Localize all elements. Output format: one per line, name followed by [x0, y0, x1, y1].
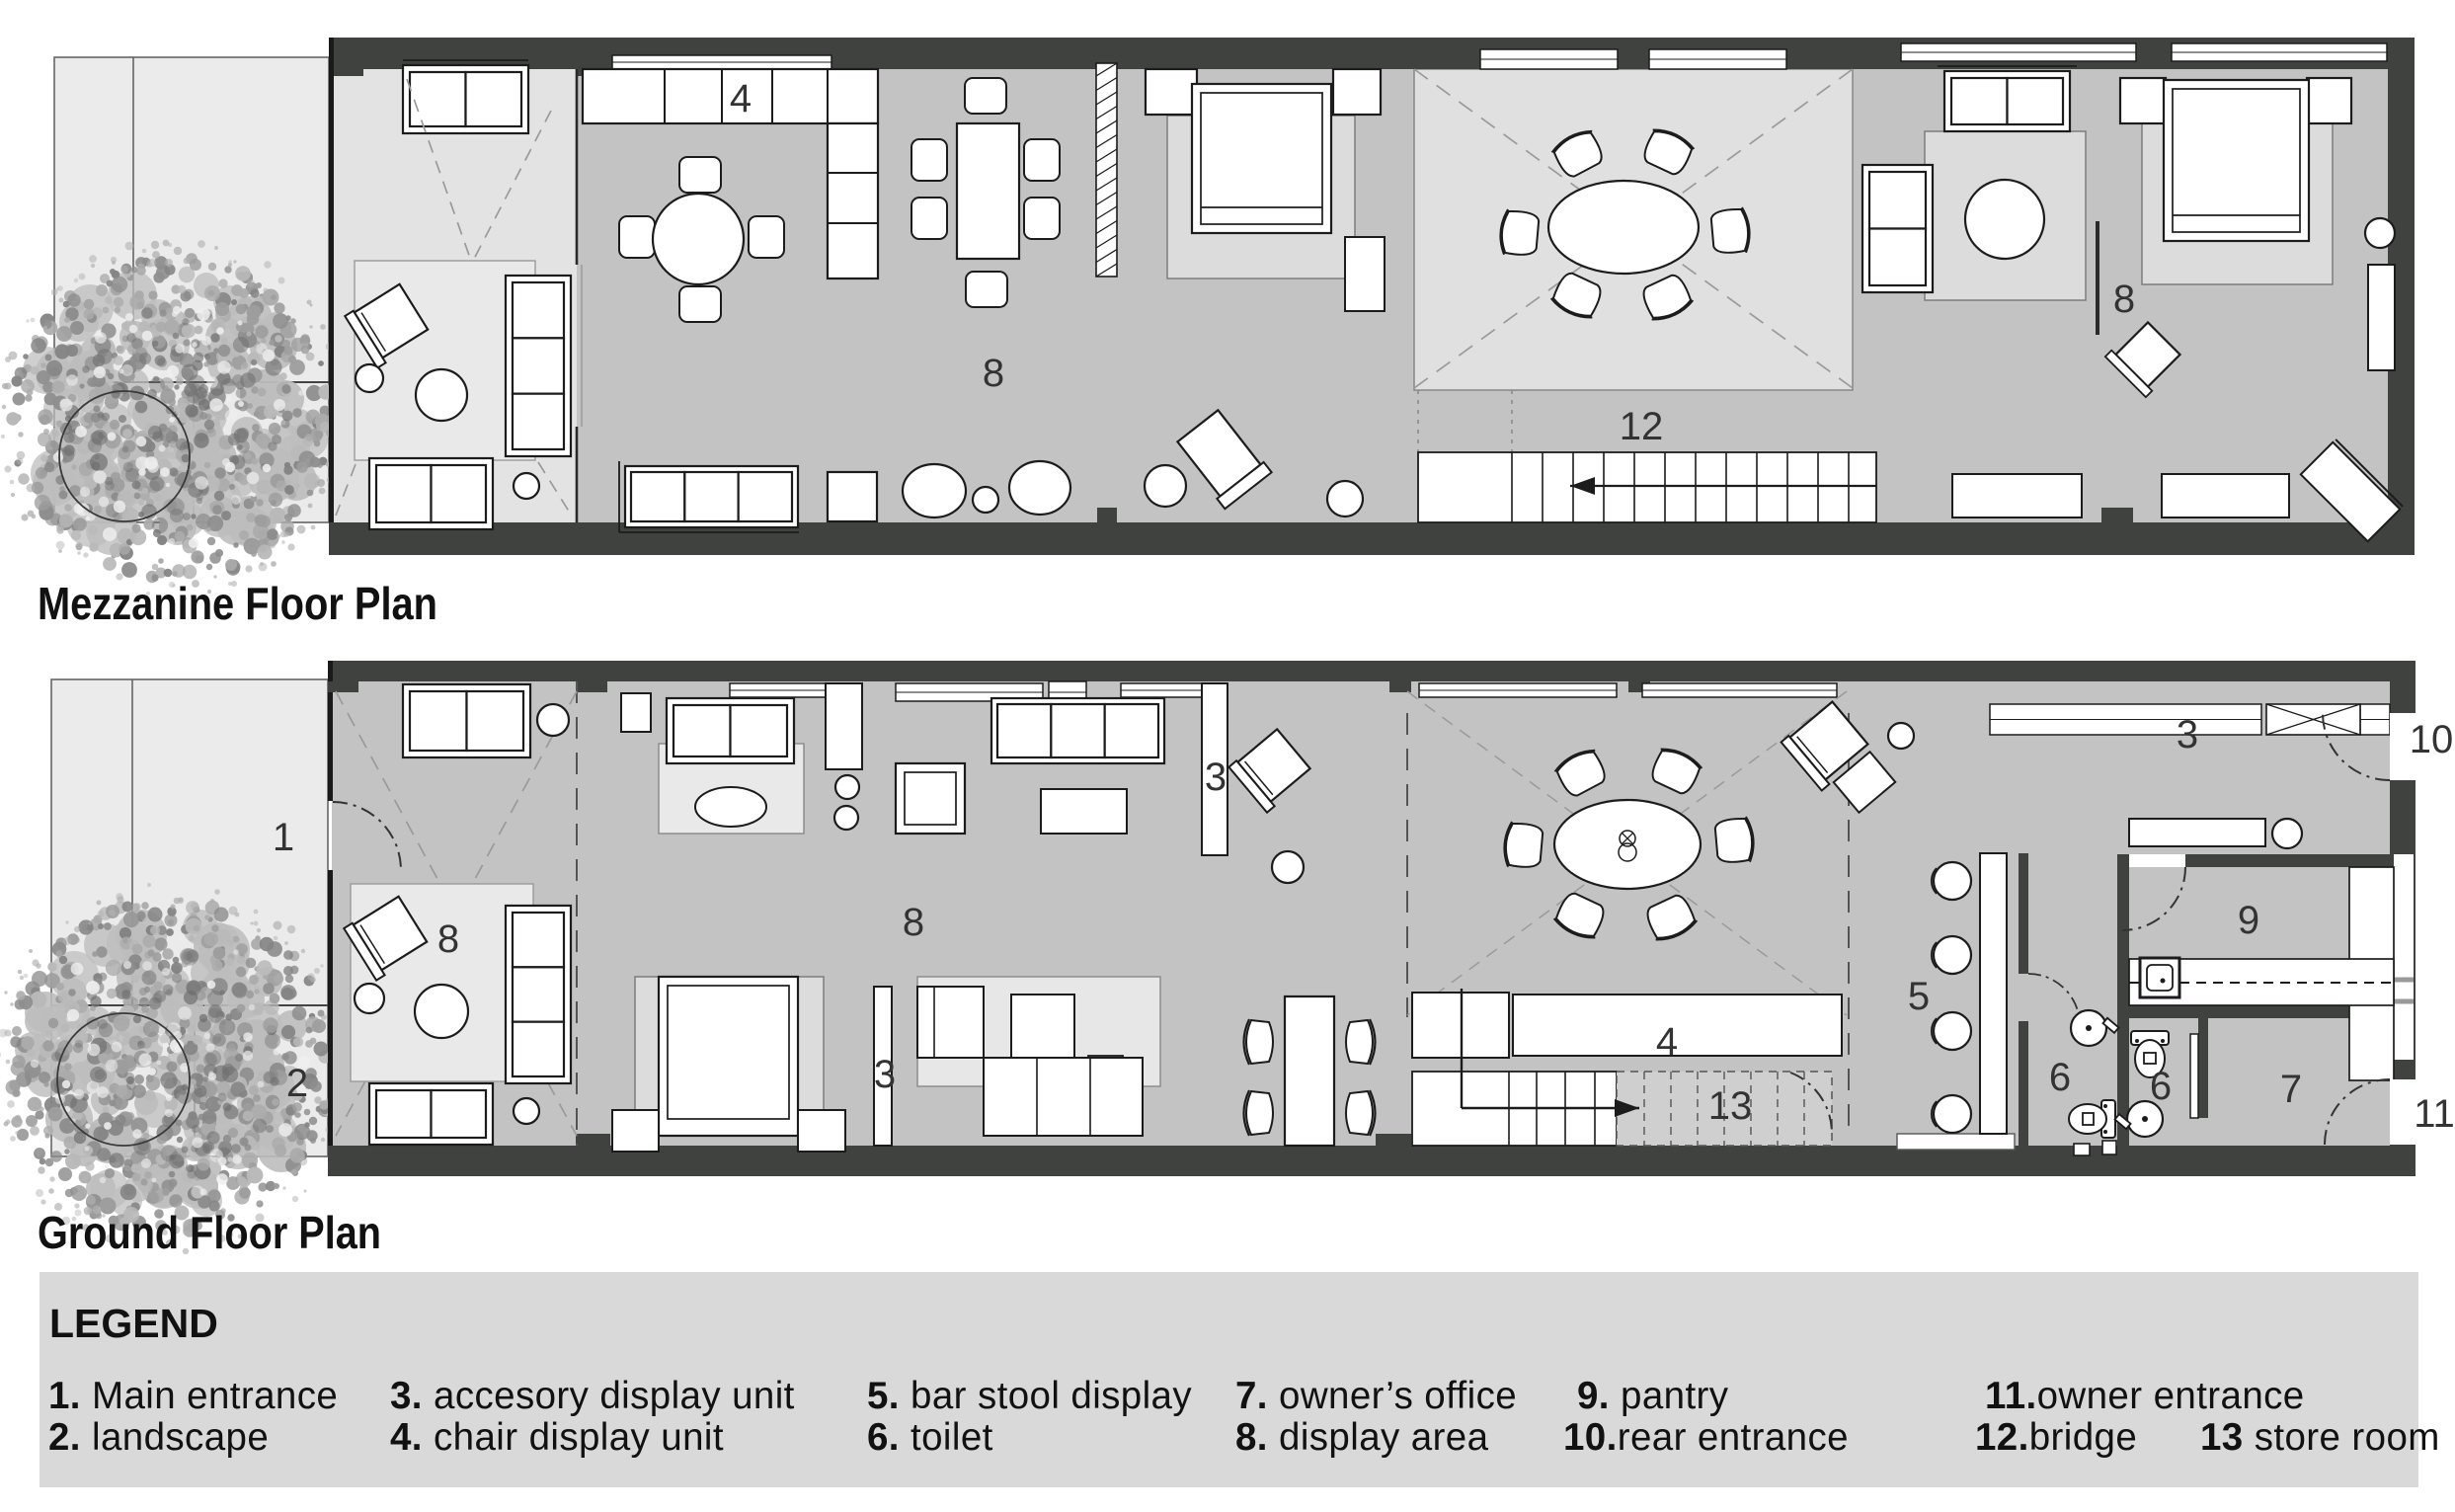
svg-text:4: 4	[1656, 1020, 1678, 1064]
svg-text:7: 7	[2280, 1068, 2302, 1111]
svg-text:8: 8	[437, 917, 459, 961]
svg-text:4: 4	[730, 77, 752, 120]
svg-text:3: 3	[1205, 756, 1227, 799]
svg-text:5: 5	[1908, 975, 1930, 1018]
svg-text:3: 3	[874, 1053, 896, 1096]
svg-text:2. landscape: 2. landscape	[48, 1416, 269, 1459]
svg-text:12.bridge: 12.bridge	[1975, 1416, 2137, 1459]
svg-text:6. toilet: 6. toilet	[867, 1416, 993, 1459]
svg-text:5. bar stool display: 5. bar stool display	[867, 1375, 1192, 1417]
svg-text:1: 1	[273, 816, 294, 859]
svg-text:13 store room: 13 store room	[2200, 1416, 2440, 1459]
svg-text:13: 13	[1708, 1084, 1753, 1128]
svg-text:7. owner’s office: 7. owner’s office	[1235, 1375, 1517, 1417]
svg-text:11: 11	[2414, 1092, 2455, 1136]
svg-text:3: 3	[2177, 713, 2198, 756]
svg-text:Ground Floor Plan: Ground Floor Plan	[38, 1207, 381, 1258]
svg-text:10: 10	[2410, 718, 2454, 761]
svg-text:8: 8	[903, 901, 924, 944]
svg-text:LEGEND: LEGEND	[49, 1301, 218, 1346]
svg-text:9. pantry: 9. pantry	[1577, 1375, 1729, 1417]
svg-text:3. accesory display unit: 3. accesory display unit	[390, 1375, 795, 1417]
svg-text:9: 9	[2238, 899, 2259, 942]
svg-text:8. display area: 8. display area	[1235, 1416, 1489, 1459]
svg-text:12: 12	[1620, 405, 1664, 448]
svg-text:6: 6	[2049, 1056, 2071, 1099]
svg-text:1. Main entrance: 1. Main entrance	[48, 1375, 338, 1417]
svg-text:6: 6	[2150, 1065, 2172, 1108]
svg-text:2: 2	[286, 1062, 308, 1105]
svg-text:8: 8	[2113, 278, 2135, 321]
svg-text:10.rear entrance: 10.rear entrance	[1563, 1416, 1849, 1459]
svg-text:11.owner entrance: 11.owner entrance	[1985, 1375, 2305, 1417]
svg-text:Mezzanine Floor Plan: Mezzanine Floor Plan	[38, 578, 437, 629]
svg-text:8: 8	[983, 352, 1004, 395]
svg-text:4. chair display unit: 4. chair display unit	[390, 1416, 724, 1459]
